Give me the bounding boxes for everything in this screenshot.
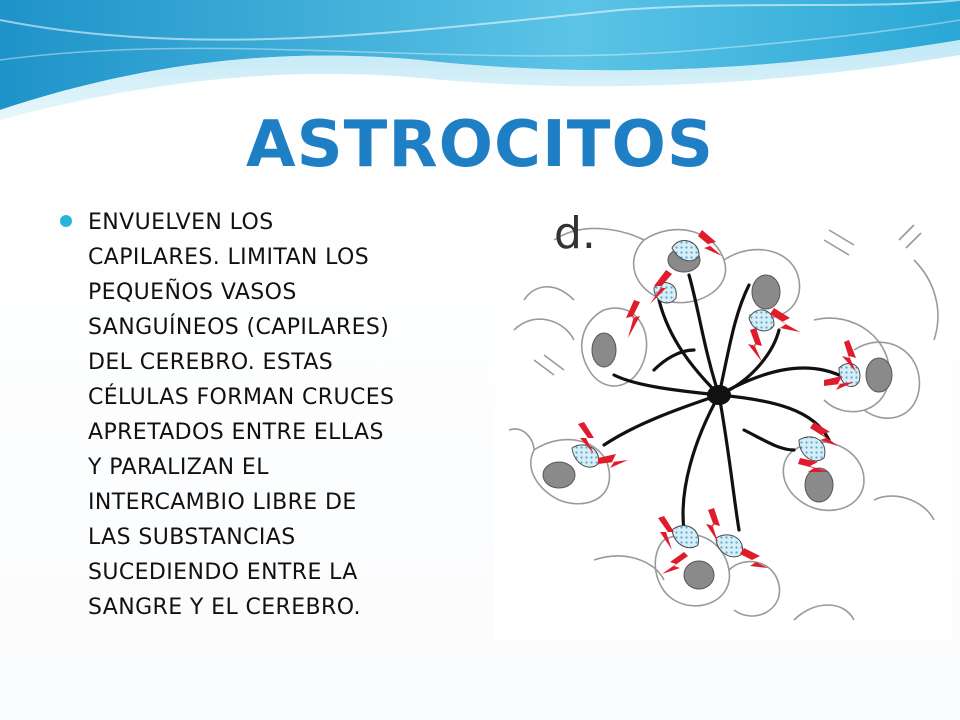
endfoot <box>671 525 700 549</box>
nucleus <box>804 467 834 503</box>
nucleus <box>865 357 893 393</box>
endfoot <box>798 436 826 462</box>
signal-arrows <box>578 230 856 574</box>
lightning-arrow-icon <box>842 340 856 372</box>
bullet-text: ENVUELVEN LOS CAPILARES. LIMITAN LOS PEQ… <box>88 210 395 620</box>
lightning-arrow-icon <box>810 422 838 446</box>
lightning-arrow-icon <box>740 548 768 568</box>
figure-label: d. <box>554 208 596 259</box>
lightning-arrow-icon <box>824 376 854 390</box>
lightning-arrow-icon <box>626 300 640 338</box>
lightning-arrow-icon <box>662 552 688 574</box>
endfoot <box>748 309 775 332</box>
nucleus <box>751 274 781 310</box>
nuclei <box>542 247 893 590</box>
nucleus <box>591 332 617 368</box>
lightning-arrow-icon <box>698 230 722 256</box>
nucleus <box>542 461 576 489</box>
endfoot <box>715 534 744 558</box>
lightning-arrow-icon <box>748 328 762 362</box>
lightning-arrow-icon <box>798 458 828 472</box>
astrocyte-diagram: d. <box>494 200 952 640</box>
nucleus <box>683 560 715 590</box>
bullet-list: ENVUELVEN LOS CAPILARES. LIMITAN LOS PEQ… <box>60 205 480 647</box>
astrocyte-diagram-svg <box>508 224 939 621</box>
astrocyte-processes <box>602 273 841 532</box>
lightning-arrow-icon <box>770 308 800 332</box>
header-wave-decoration <box>0 0 960 120</box>
lightning-arrow-icon <box>658 516 674 550</box>
lightning-arrow-icon <box>578 422 594 454</box>
astrocyte-soma <box>707 385 731 405</box>
lightning-arrow-icon <box>706 508 720 542</box>
endfoot <box>671 240 700 262</box>
bullet-icon <box>60 215 72 227</box>
lightning-arrow-icon <box>598 454 628 468</box>
slide-title: ASTROCITOS <box>246 108 714 182</box>
lightning-arrow-icon <box>650 270 672 304</box>
